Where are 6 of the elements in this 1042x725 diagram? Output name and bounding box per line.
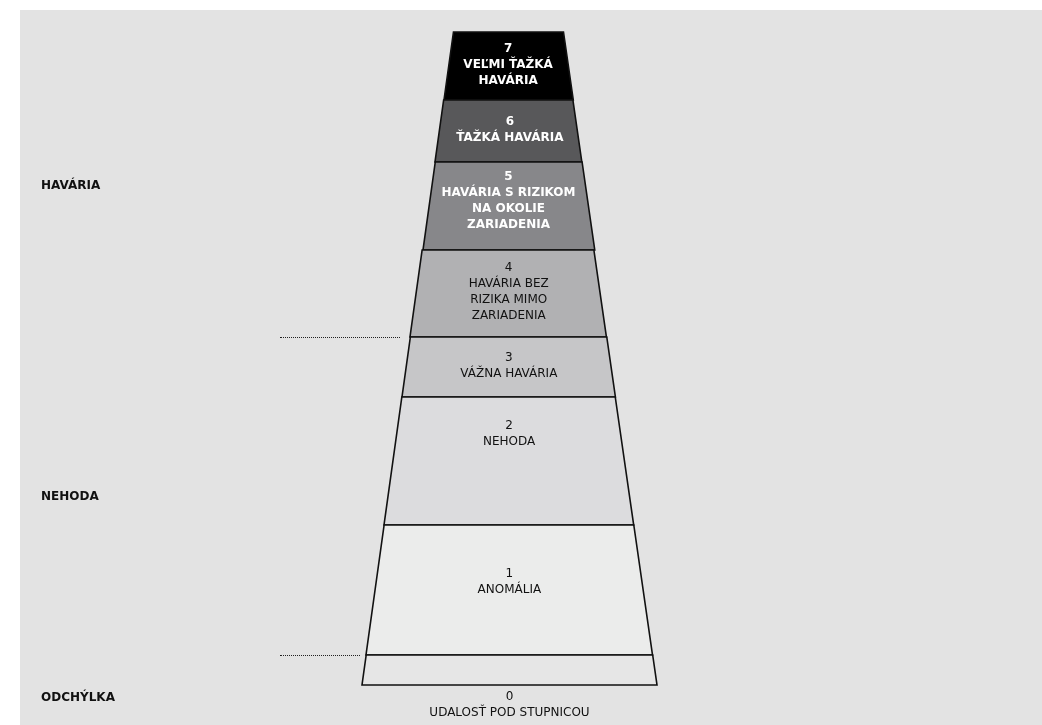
category-label: NEHODA (41, 489, 99, 503)
category-label: HAVÁRIA (41, 178, 101, 192)
level-name: UDALOSŤ POD STUPNICOU (428, 704, 591, 720)
scale-level-band (362, 655, 657, 716)
category-label: ODCHÝLKA (41, 690, 115, 704)
level-number: 0 (504, 688, 515, 704)
